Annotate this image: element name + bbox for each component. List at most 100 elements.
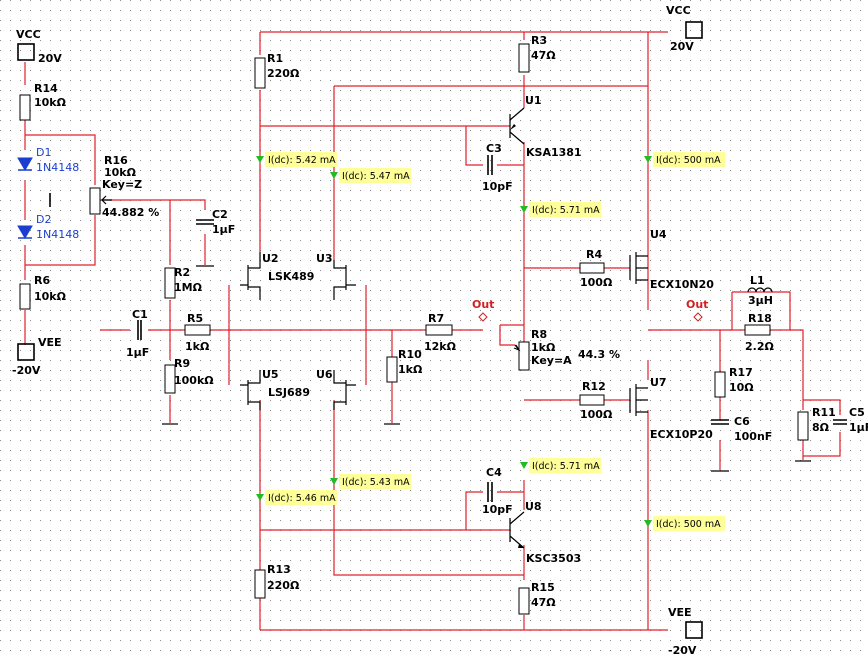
u3-name: U3 <box>316 252 333 265</box>
probe-5-text: I(dc): 5.71 mA <box>532 461 600 472</box>
current-probe-8[interactable]: I(dc): 500 mA <box>644 516 725 531</box>
current-probe-5[interactable]: I(dc): 5.71 mA <box>520 458 601 473</box>
r10-value: 1kΩ <box>398 363 423 376</box>
d2-name: D2 <box>36 213 51 226</box>
r8-key: Key=A <box>531 354 572 367</box>
transistor-u8[interactable]: U8 KSC3503 <box>509 500 581 565</box>
r18-name: R18 <box>748 312 772 325</box>
r6-value: 10kΩ <box>34 290 67 303</box>
diode-d2[interactable]: D2 1N4148 <box>17 213 79 241</box>
vcc-right[interactable]: VCC 20V <box>666 4 703 53</box>
resistor-r1[interactable]: R1 220Ω <box>254 52 300 89</box>
resistor-r12[interactable]: R12 100Ω <box>579 380 613 421</box>
probe-6-text: I(dc): 5.43 mA <box>342 477 410 488</box>
resistor-r18[interactable]: R18 2.2Ω <box>744 312 774 353</box>
jfet-u3[interactable]: U3 <box>316 252 356 300</box>
resistor-r5[interactable]: R5 1kΩ <box>184 312 211 353</box>
r9-value: 100kΩ <box>174 374 214 387</box>
jfet-u6[interactable]: U6 <box>316 368 356 410</box>
diode-d1[interactable]: D1 1N4148 <box>17 146 79 174</box>
capacitor-c4[interactable]: C4 10pF <box>482 466 513 516</box>
c6-value: 100nF <box>734 430 772 443</box>
current-probe-2[interactable]: I(dc): 5.47 mA <box>330 168 411 183</box>
current-probe-1[interactable]: I(dc): 5.42 mA <box>256 152 337 167</box>
r2-name: R2 <box>174 266 190 279</box>
r4-value: 100Ω <box>580 276 613 289</box>
u6-name: U6 <box>316 368 333 381</box>
r1-name: R1 <box>267 52 283 65</box>
r8-percent: 44.3 % <box>578 348 620 361</box>
u2-name: U2 <box>262 252 279 265</box>
probe-4-text: I(dc): 500 mA <box>656 155 721 166</box>
potentiometer-r16[interactable]: R16 10kΩ Key=Z 44.882 % <box>89 154 159 219</box>
capacitor-c2[interactable]: C2 1µF <box>196 208 235 267</box>
current-probe-6[interactable]: I(dc): 5.43 mA <box>330 474 411 489</box>
mosfet-u4[interactable]: U4 ECX10N20 <box>629 228 714 291</box>
r11-name: R11 <box>812 406 836 419</box>
r5-name: R5 <box>187 312 203 325</box>
transistor-u1[interactable]: U1 KSA1381 <box>509 94 582 159</box>
c5-name: C5 <box>849 406 865 419</box>
mosfet-u7[interactable]: U7 ECX10P20 <box>629 376 713 441</box>
u4-name: U4 <box>650 228 667 241</box>
u7-name: U7 <box>650 376 667 389</box>
resistor-r3[interactable]: R3 47Ω <box>518 34 556 73</box>
probe-2-text: I(dc): 5.47 mA <box>342 171 410 182</box>
resistor-r7[interactable]: R7 12kΩ <box>424 312 457 353</box>
u5-name: U5 <box>262 368 279 381</box>
u8-name: U8 <box>525 500 542 513</box>
resistor-r4[interactable]: R4 100Ω <box>579 248 613 289</box>
r8-value: 1kΩ <box>531 341 556 354</box>
vee-left[interactable]: VEE -20V <box>12 336 62 377</box>
wires <box>24 31 841 631</box>
potentiometer-r8[interactable]: R8 1kΩ Key=A 44.3 % <box>513 328 620 371</box>
resistor-r11[interactable]: R11 8Ω <box>797 406 836 441</box>
resistor-r6[interactable]: R6 10kΩ <box>19 274 67 310</box>
resistor-r13[interactable]: R13 220Ω <box>254 563 300 599</box>
resistor-r15[interactable]: R15 47Ω <box>518 581 556 615</box>
c4-name: C4 <box>486 466 502 479</box>
jfet-u5[interactable]: U5 LSJ689 <box>240 368 310 410</box>
r7-name: R7 <box>428 312 444 325</box>
probe-3-text: I(dc): 5.71 mA <box>532 205 600 216</box>
r14-name: R14 <box>34 82 58 95</box>
capacitor-c6[interactable]: C6 100nF <box>711 415 772 472</box>
r9-name: R9 <box>174 357 190 370</box>
vee-left-name: VEE <box>38 336 62 349</box>
output-probe-1[interactable]: Out <box>472 298 494 322</box>
resistor-r9[interactable]: R9 100kΩ <box>164 357 214 394</box>
r16-value: 10kΩ <box>104 166 137 179</box>
resistor-r2[interactable]: R2 1MΩ <box>164 266 203 299</box>
current-probe-7[interactable]: I(dc): 5.46 mA <box>256 490 337 505</box>
r14-value: 10kΩ <box>34 96 67 109</box>
current-probe-4[interactable]: I(dc): 500 mA <box>644 152 725 167</box>
output-probe-2[interactable]: Out <box>686 298 708 322</box>
u1-name: U1 <box>525 94 542 107</box>
r12-value: 100Ω <box>580 408 613 421</box>
vee-right[interactable]: VEE -20V <box>668 606 703 657</box>
resistor-r10[interactable]: R10 1kΩ <box>386 348 423 383</box>
capacitor-c3[interactable]: C3 10pF <box>482 142 513 193</box>
r1-value: 220Ω <box>267 67 300 80</box>
resistor-r17[interactable]: R17 10Ω <box>714 366 754 398</box>
vcc-left-value: 20V <box>38 52 62 65</box>
c3-name: C3 <box>486 142 502 155</box>
vcc-left[interactable]: VCC 20V <box>16 28 62 65</box>
capacitor-c5[interactable]: C5 1µF <box>795 406 868 462</box>
r16-percent: 44.882 % <box>102 206 159 219</box>
vee-right-value: -20V <box>668 644 697 657</box>
resistor-r14[interactable]: R14 10kΩ <box>19 82 67 121</box>
inductor-l1[interactable]: L1 3µH <box>747 274 773 307</box>
u1-part: KSA1381 <box>526 146 582 159</box>
r4-name: R4 <box>586 248 602 261</box>
jfet-u2[interactable]: U2 LSK489 <box>240 252 314 300</box>
r6-name: R6 <box>34 274 50 287</box>
d1-part: 1N4148 <box>36 161 79 174</box>
capacitor-c1[interactable]: C1 1µF <box>126 308 149 359</box>
c3-value: 10pF <box>482 180 513 193</box>
c2-value: 1µF <box>212 223 235 236</box>
r2-value: 1MΩ <box>174 281 203 294</box>
current-probe-3[interactable]: I(dc): 5.71 mA <box>520 202 601 217</box>
r16-name: R16 <box>104 154 128 167</box>
